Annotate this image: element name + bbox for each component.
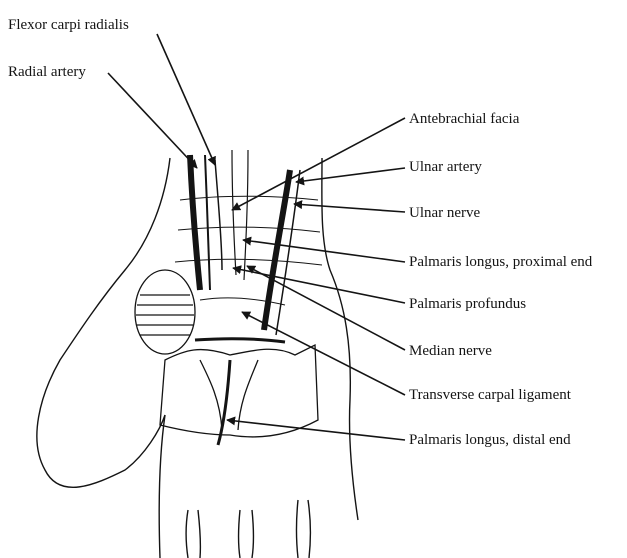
label-palmaris-longus-distal: Palmaris longus, distal end: [409, 431, 571, 449]
label-transverse-carpal-ligament: Transverse carpal ligament: [409, 386, 571, 404]
forearm-structures: [175, 150, 322, 342]
leader-radial-artery: [108, 73, 197, 168]
leader-flexor-carpi-radialis: [157, 34, 215, 165]
label-ulnar-artery: Ulnar artery: [409, 158, 482, 176]
leader-median-nerve: [247, 266, 405, 350]
thenar-eminence: [135, 270, 195, 354]
label-flexor-carpi-radialis: Flexor carpi radialis: [8, 16, 129, 34]
label-ulnar-nerve: Ulnar nerve: [409, 204, 480, 222]
hand-outline: [37, 158, 358, 558]
label-palmaris-profundus: Palmaris profundus: [409, 295, 526, 313]
leader-ulnar-artery: [296, 168, 405, 182]
leader-antebrachial-facia: [232, 118, 405, 210]
label-radial-artery: Radial artery: [8, 63, 86, 81]
leader-transverse-carpal-ligament: [242, 312, 405, 395]
palmar-flap: [160, 345, 318, 445]
label-antebrachial-facia: Antebrachial facia: [409, 110, 519, 128]
leader-lines: [108, 34, 405, 440]
leader-palmaris-profundus: [233, 268, 405, 303]
label-median-nerve: Median nerve: [409, 342, 492, 360]
label-palmaris-longus-proximal: Palmaris longus, proximal end: [409, 253, 592, 271]
leader-ulnar-nerve: [294, 204, 405, 212]
